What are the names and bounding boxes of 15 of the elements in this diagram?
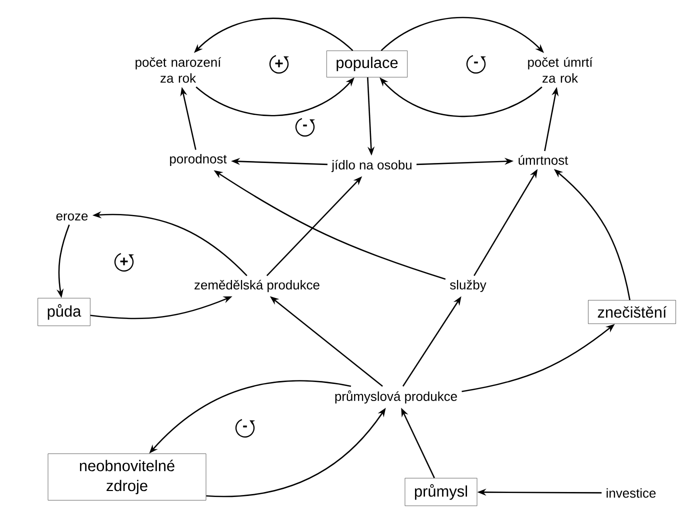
variable-label: jídlo na osobu: [331, 160, 412, 172]
stock-box: půda: [38, 298, 90, 326]
variable-label: investice: [606, 488, 656, 498]
variable-label: porodnost: [170, 154, 227, 166]
variable-label: zemědělská produkce: [194, 280, 320, 292]
variable-label: služby: [450, 280, 486, 292]
stock-box: populace: [326, 50, 408, 78]
stock-box: neobnovitelné zdroje: [48, 454, 206, 500]
variable-label: eroze: [56, 213, 88, 221]
variable-label: úmrtnost: [518, 155, 568, 165]
stock-box: znečištění: [588, 300, 676, 324]
variable-label: počet úmrtí za rok: [528, 57, 593, 83]
stock-box: průmysl: [404, 478, 478, 506]
variable-label: počet narození za rok: [136, 57, 222, 83]
variable-label: průmyslová produkce: [335, 390, 457, 404]
